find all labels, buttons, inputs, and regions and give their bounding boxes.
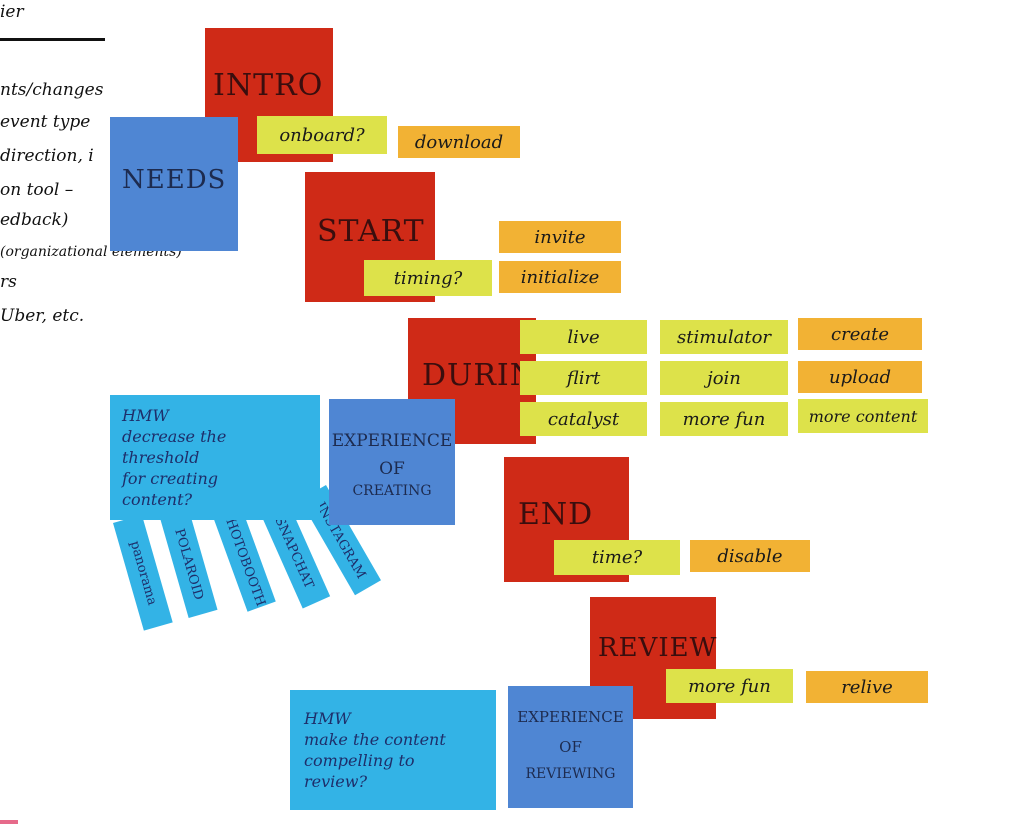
tag-catalyst: catalyst (520, 402, 647, 436)
hmw-reviewing-line-4: review? (304, 772, 368, 791)
tag-create: create (798, 318, 922, 350)
tag-more-content: more content (798, 399, 928, 433)
tag-more-fun-during-label: more fun (682, 408, 766, 430)
experience-reviewing-line-2: OF (559, 738, 582, 756)
tag-create-label: create (831, 323, 889, 345)
intro-label: INTRO (213, 68, 324, 103)
review-label: REVIEW (598, 633, 718, 663)
hmw-creating-line-2: decrease the threshold (122, 427, 227, 467)
tag-timing: timing? (364, 260, 492, 296)
margin-note-2: nts/changes (0, 80, 104, 100)
tag-relive: relive (806, 671, 928, 703)
during-label: DURING (422, 358, 536, 393)
margin-note-1: ier (0, 2, 24, 22)
tag-time: time? (554, 540, 680, 575)
margin-note-3: event type (0, 112, 91, 132)
tag-initialize: initialize (499, 261, 621, 293)
tag-live-label: live (567, 326, 600, 348)
tag-onboard-label: onboard? (279, 124, 365, 146)
tag-stimulator-label: stimulator (676, 326, 772, 348)
experience-creating-line-1: EXPERIENCE (331, 431, 453, 451)
tag-relive-label: relive (841, 676, 893, 698)
tag-download: download (398, 126, 520, 158)
tag-invite: invite (499, 221, 621, 253)
tag-upload-label: upload (829, 366, 891, 388)
hmw-creating-line-3: for creating (122, 469, 218, 488)
experience-reviewing-line-3: REVIEWING (525, 766, 616, 782)
tag-more-fun-review: more fun (666, 669, 793, 703)
tag-join: join (660, 361, 788, 395)
margin-note-4: direction, i (0, 146, 94, 166)
tag-join-label: join (707, 367, 741, 389)
hmw-reviewing-line-1: HMW (304, 709, 351, 728)
tag-catalyst-label: catalyst (547, 408, 620, 430)
hmw-reviewing-note: HMW make the content compelling to revie… (290, 690, 496, 810)
experience-creating-line-3: CREATING (352, 483, 432, 499)
tag-download-label: download (414, 131, 504, 153)
experience-creating-line-2: OF (379, 459, 405, 479)
tag-flirt-label: flirt (566, 367, 601, 389)
hmw-creating-note: HMW decrease the threshold for creating … (110, 395, 320, 520)
margin-pink-mark (0, 820, 18, 824)
tag-initialize-label: initialize (520, 266, 600, 288)
tag-live: live (520, 320, 647, 354)
start-label: START (317, 214, 425, 249)
tag-stimulator: stimulator (660, 320, 788, 354)
hmw-reviewing-line-3: compelling to (304, 751, 415, 770)
needs-note: NEEDS (110, 117, 238, 251)
needs-label: NEEDS (122, 165, 227, 195)
margin-note-8: rs (0, 272, 17, 292)
tag-more-content-label: more content (808, 406, 918, 426)
margin-note-6: edback) (0, 210, 69, 230)
tag-time-label: time? (591, 547, 643, 568)
tag-flirt: flirt (520, 361, 647, 395)
margin-note-5: on tool – (0, 180, 74, 200)
tag-more-fun-during: more fun (660, 402, 788, 436)
tag-disable: disable (690, 540, 810, 572)
experience-creating-note: EXPERIENCE OF CREATING (329, 399, 455, 525)
experience-reviewing-line-1: EXPERIENCE (517, 708, 624, 726)
hmw-creating-line-1: HMW (122, 406, 169, 425)
tag-invite-label: invite (534, 226, 586, 248)
end-label: END (518, 497, 594, 532)
tag-more-fun-review-label: more fun (688, 675, 771, 697)
hmw-reviewing-line-2: make the content (304, 730, 446, 749)
tag-disable-label: disable (717, 545, 783, 567)
start-note: START (305, 172, 435, 302)
tag-upload: upload (798, 361, 922, 393)
tab-polaroid: POLAROID (160, 509, 218, 618)
margin-note-9: Uber, etc. (0, 306, 85, 326)
margin-underline (0, 38, 105, 41)
tag-onboard: onboard? (257, 116, 387, 154)
hmw-creating-line-4: content? (122, 490, 193, 509)
tag-timing-label: timing? (393, 267, 463, 289)
experience-reviewing-note: EXPERIENCE OF REVIEWING (508, 686, 633, 808)
